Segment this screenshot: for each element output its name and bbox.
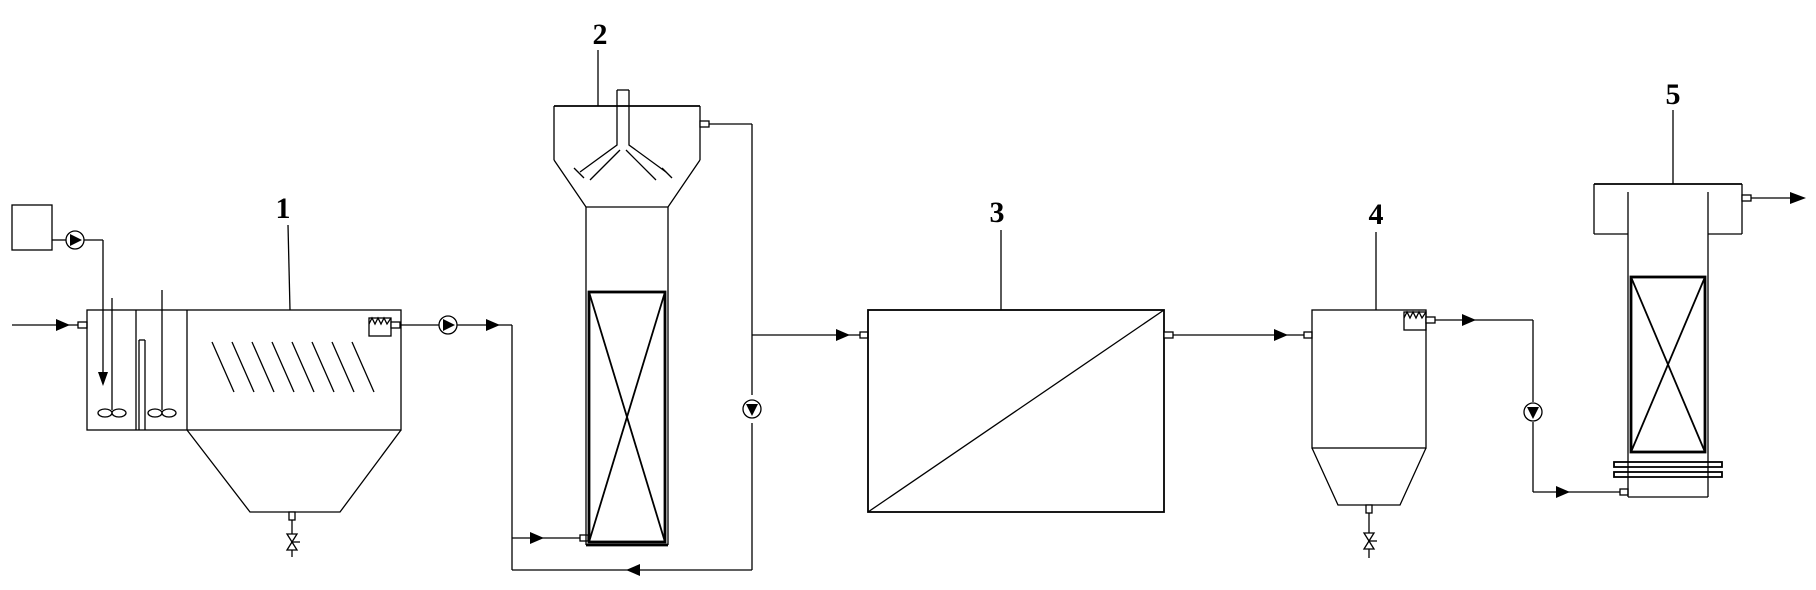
recirculation-line: [511, 123, 753, 576]
recirculation-pump-icon: [742, 399, 762, 419]
unit-1-mixer-2: [147, 290, 177, 418]
unit-1-mixer-1: [97, 298, 127, 418]
unit-1-label-leader: 1: [276, 192, 291, 311]
unit-3-membrane: [867, 309, 1174, 513]
svg-text:5: 5: [1666, 78, 1681, 111]
unit-5-filter: [1593, 183, 1752, 498]
svg-text:4: 4: [1369, 198, 1384, 231]
feed-line: [457, 319, 589, 544]
line-4-to-5: [1435, 314, 1629, 498]
unit-4-settler: [1311, 309, 1436, 506]
unit-4-label-leader: 4: [1369, 198, 1384, 310]
dosing-tank: [11, 204, 66, 251]
unit-1-inlet: [12, 319, 88, 331]
line-2-to-3: [752, 329, 869, 341]
line-3-to-4: [1173, 329, 1313, 341]
svg-text:1: 1: [276, 192, 291, 225]
unit-2-reactor: [553, 89, 710, 547]
unit-5-label-leader: 5: [1666, 78, 1681, 184]
unit-4-sludge-valve-icon: [1362, 504, 1377, 558]
dosing-pump-icon: [65, 230, 85, 250]
unit-3-label-leader: 3: [990, 196, 1005, 310]
unit-2-label-leader: 2: [593, 18, 608, 106]
svg-text:3: 3: [990, 196, 1005, 229]
feed-pump-2-icon: [1523, 402, 1543, 422]
unit-1-settler: [86, 309, 402, 513]
unit-1-sludge-valve-icon: [285, 511, 300, 557]
line-1-to-2: [390, 321, 439, 329]
svg-text:2: 2: [593, 18, 608, 51]
feed-pump-icon: [438, 315, 458, 335]
final-outlet-line: [1751, 192, 1806, 204]
